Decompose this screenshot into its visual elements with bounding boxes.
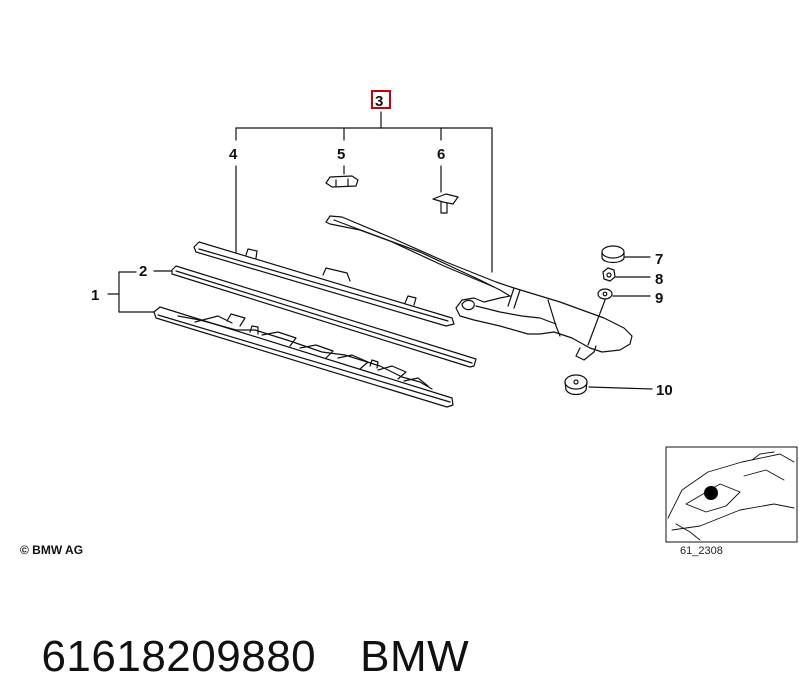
pin-part-6: [432, 193, 459, 214]
footer: 61618209880 BMW: [16, 582, 469, 682]
callout-5[interactable]: 5: [337, 146, 345, 163]
callout-4[interactable]: 4: [229, 146, 238, 163]
wiper-blade-part-1: [153, 306, 454, 408]
thumbnail-frame: [665, 446, 798, 543]
rubber-insert-part-2: [171, 265, 477, 368]
leader-lines: [587, 256, 653, 390]
highlight-box: [371, 90, 391, 109]
brand-name: BMW: [360, 632, 470, 681]
wiper-arm: [325, 215, 633, 361]
copyright-text: © BMW AG: [20, 543, 83, 557]
callout-8[interactable]: 8: [655, 271, 663, 288]
callout-3[interactable]: 3: [375, 93, 383, 110]
grommet-part-10: [564, 374, 588, 396]
group-bracket: [235, 111, 493, 273]
callout-2[interactable]: 2: [139, 263, 147, 280]
callout-9[interactable]: 9: [655, 290, 663, 307]
nut-part-8: [602, 267, 616, 282]
callout-7[interactable]: 7: [655, 251, 663, 268]
callout-10[interactable]: 10: [656, 382, 673, 399]
cap-part-7: [601, 245, 625, 264]
callout-6[interactable]: 6: [437, 146, 445, 163]
diagram-code: 61_2308: [680, 545, 723, 557]
part-number: 61618209880: [41, 632, 317, 681]
washer-part-9: [597, 288, 613, 300]
location-dot: [704, 486, 718, 500]
clip-part-5: [325, 175, 359, 188]
callout-1[interactable]: 1: [91, 287, 99, 304]
spoiler-part-4: [193, 241, 455, 327]
